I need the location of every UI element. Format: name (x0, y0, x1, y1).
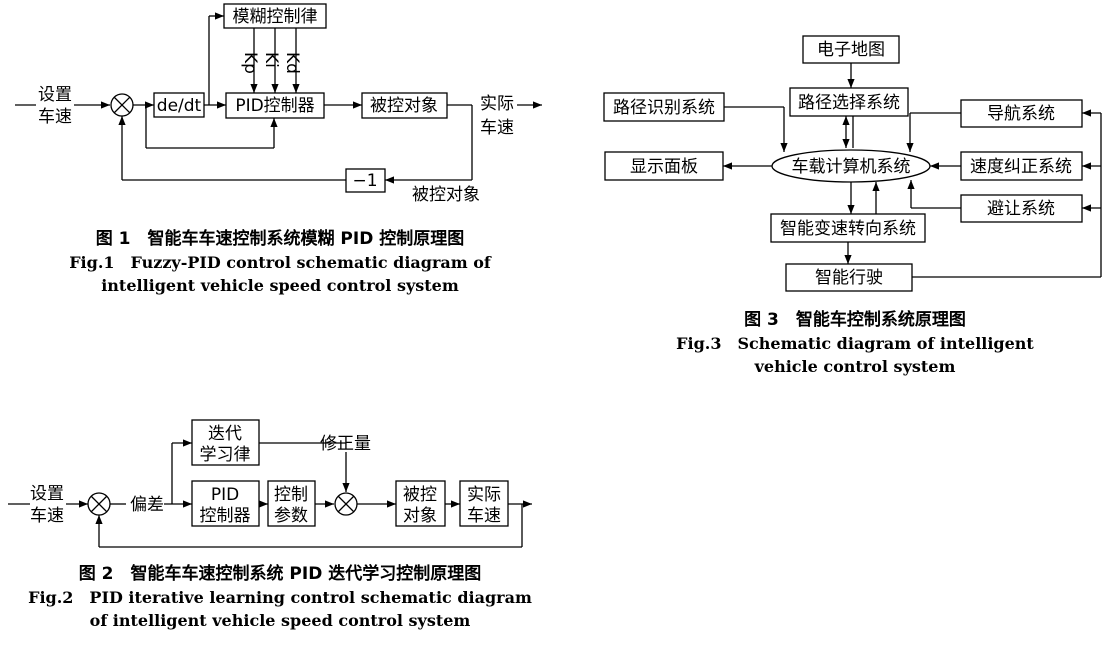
fig1-diagram: 设置 车速 de/dt 模糊控制律 Kp Ki Kd PID控制器 被控对象 (15, 3, 542, 205)
fig2-diagram: 设置 车速 偏差 迭代 学习律 修正量 PID 控制器 控制 参数 (8, 419, 532, 548)
fig1-fuzzy-law-label: 模糊控制律 (233, 7, 318, 27)
fig2-param-label-2: 参数 (274, 506, 308, 526)
fig2-error-label: 偏差 (130, 495, 164, 515)
fig1-caption: 图 1 智能车车速控制系统模糊 PID 控制原理图 Fig.1 Fuzzy-PI… (10, 228, 550, 297)
fig1-output-label-2: 车速 (480, 118, 514, 138)
fig1-pid-label: PID控制器 (235, 96, 314, 116)
fig2-summing-junction-1 (87, 492, 111, 516)
fig1-plant-block (361, 92, 448, 119)
fig3-shift-block (770, 213, 926, 243)
fig1-input-label-2: 车速 (38, 107, 72, 127)
fig2-plant-label-2: 对象 (403, 506, 437, 526)
fig3-display-label: 显示面板 (630, 157, 698, 177)
fig3-emap-label: 电子地图 (817, 40, 885, 60)
fig2-pid-label-2: 控制器 (200, 506, 251, 526)
fig3-caption-en-2: vehicle control system (754, 357, 956, 376)
fig1-feedback-label: 被控对象 (412, 185, 480, 205)
fig1-output-label-1: 实际 (480, 94, 514, 114)
fig2-caption: 图 2 智能车车速控制系统 PID 迭代学习控制原理图 Fig.2 PID it… (0, 563, 560, 632)
fig2-iteration-law-block (191, 419, 260, 466)
fig3-path-recog-label: 路径识别系统 (613, 98, 715, 118)
fig1-fuzzy-law-block (223, 3, 327, 29)
fig1-caption-cn: 图 1 智能车车速控制系统模糊 PID 控制原理图 (95, 229, 465, 249)
fig2-speed-block (459, 480, 509, 527)
fig3-caption: 图 3 智能车控制系统原理图 Fig.3 Schematic diagram o… (640, 309, 1070, 378)
fig1-summing-junction (110, 93, 134, 117)
fig3-shift-label: 智能变速转向系统 (780, 219, 916, 239)
fig3-avoid-label: 避让系统 (987, 199, 1055, 219)
fig3-path-recog-block (603, 92, 725, 122)
fig3-computer-label: 车载计算机系统 (792, 157, 911, 177)
fig3-path-select-block (789, 87, 909, 117)
fig2-caption-en-2: of intelligent vehicle speed control sys… (89, 611, 471, 630)
fig3-speed-corr-label: 速度纠正系统 (970, 157, 1072, 177)
fig2-pid-label-1: PID (211, 485, 239, 505)
fig3-drive-label: 智能行驶 (815, 268, 883, 288)
fig2-iteration-label-2: 学习律 (200, 445, 251, 465)
fig1-plant-label: 被控对象 (370, 96, 438, 116)
fig3-nav-block (960, 99, 1083, 128)
fig1-ki-label: Ki (261, 52, 281, 68)
fig2-speed-label-2: 车速 (467, 506, 501, 526)
fig3-emap-block (802, 35, 900, 64)
fig2-pid-block (191, 480, 260, 527)
fig2-plant-block (395, 480, 446, 527)
fig3-diagram: 电子地图 路径选择系统 路径识别系统 显示面板 车载计算机系统 导航系统 速度纠… (603, 35, 1102, 292)
fig1-input-label-1: 设置 (38, 85, 72, 105)
fig2-iteration-label-1: 迭代 (208, 424, 242, 444)
fig2-speed-label-1: 实际 (467, 485, 501, 505)
fig2-plant-label-1: 被控 (403, 485, 437, 505)
fig1-kp-label: Kp (240, 52, 260, 74)
fig2-summing-junction-2 (334, 492, 358, 516)
fig2-caption-en-1: Fig.2 PID iterative learning control sch… (28, 588, 532, 607)
fig2-correction-label: 修正量 (320, 434, 371, 454)
fig1-derivative-block (153, 92, 205, 118)
fig3-path-select-label: 路径选择系统 (798, 93, 900, 113)
fig1-kd-label: Kd (282, 52, 302, 74)
fig1-gain-label: −1 (352, 171, 377, 191)
fig2-param-label-1: 控制 (274, 485, 308, 505)
fig2-caption-cn: 图 2 智能车车速控制系统 PID 迭代学习控制原理图 (78, 564, 482, 584)
fig2-input-label-2: 车速 (30, 506, 64, 526)
fig2-input-label-1: 设置 (30, 484, 64, 504)
fig1-caption-en-1: Fig.1 Fuzzy-PID control schematic diagra… (69, 253, 491, 272)
fig3-caption-cn: 图 3 智能车控制系统原理图 (744, 310, 966, 330)
fig3-display-block (604, 151, 724, 181)
fig3-nav-label: 导航系统 (987, 104, 1055, 124)
fig2-param-block (267, 480, 316, 527)
fig1-caption-en-2: intelligent vehicle speed control system (101, 276, 459, 295)
fig1-derivative-label: de/dt (157, 96, 202, 116)
fig3-caption-en-1: Fig.3 Schematic diagram of intelligent (676, 334, 1034, 353)
fig3-drive-block (785, 263, 913, 292)
